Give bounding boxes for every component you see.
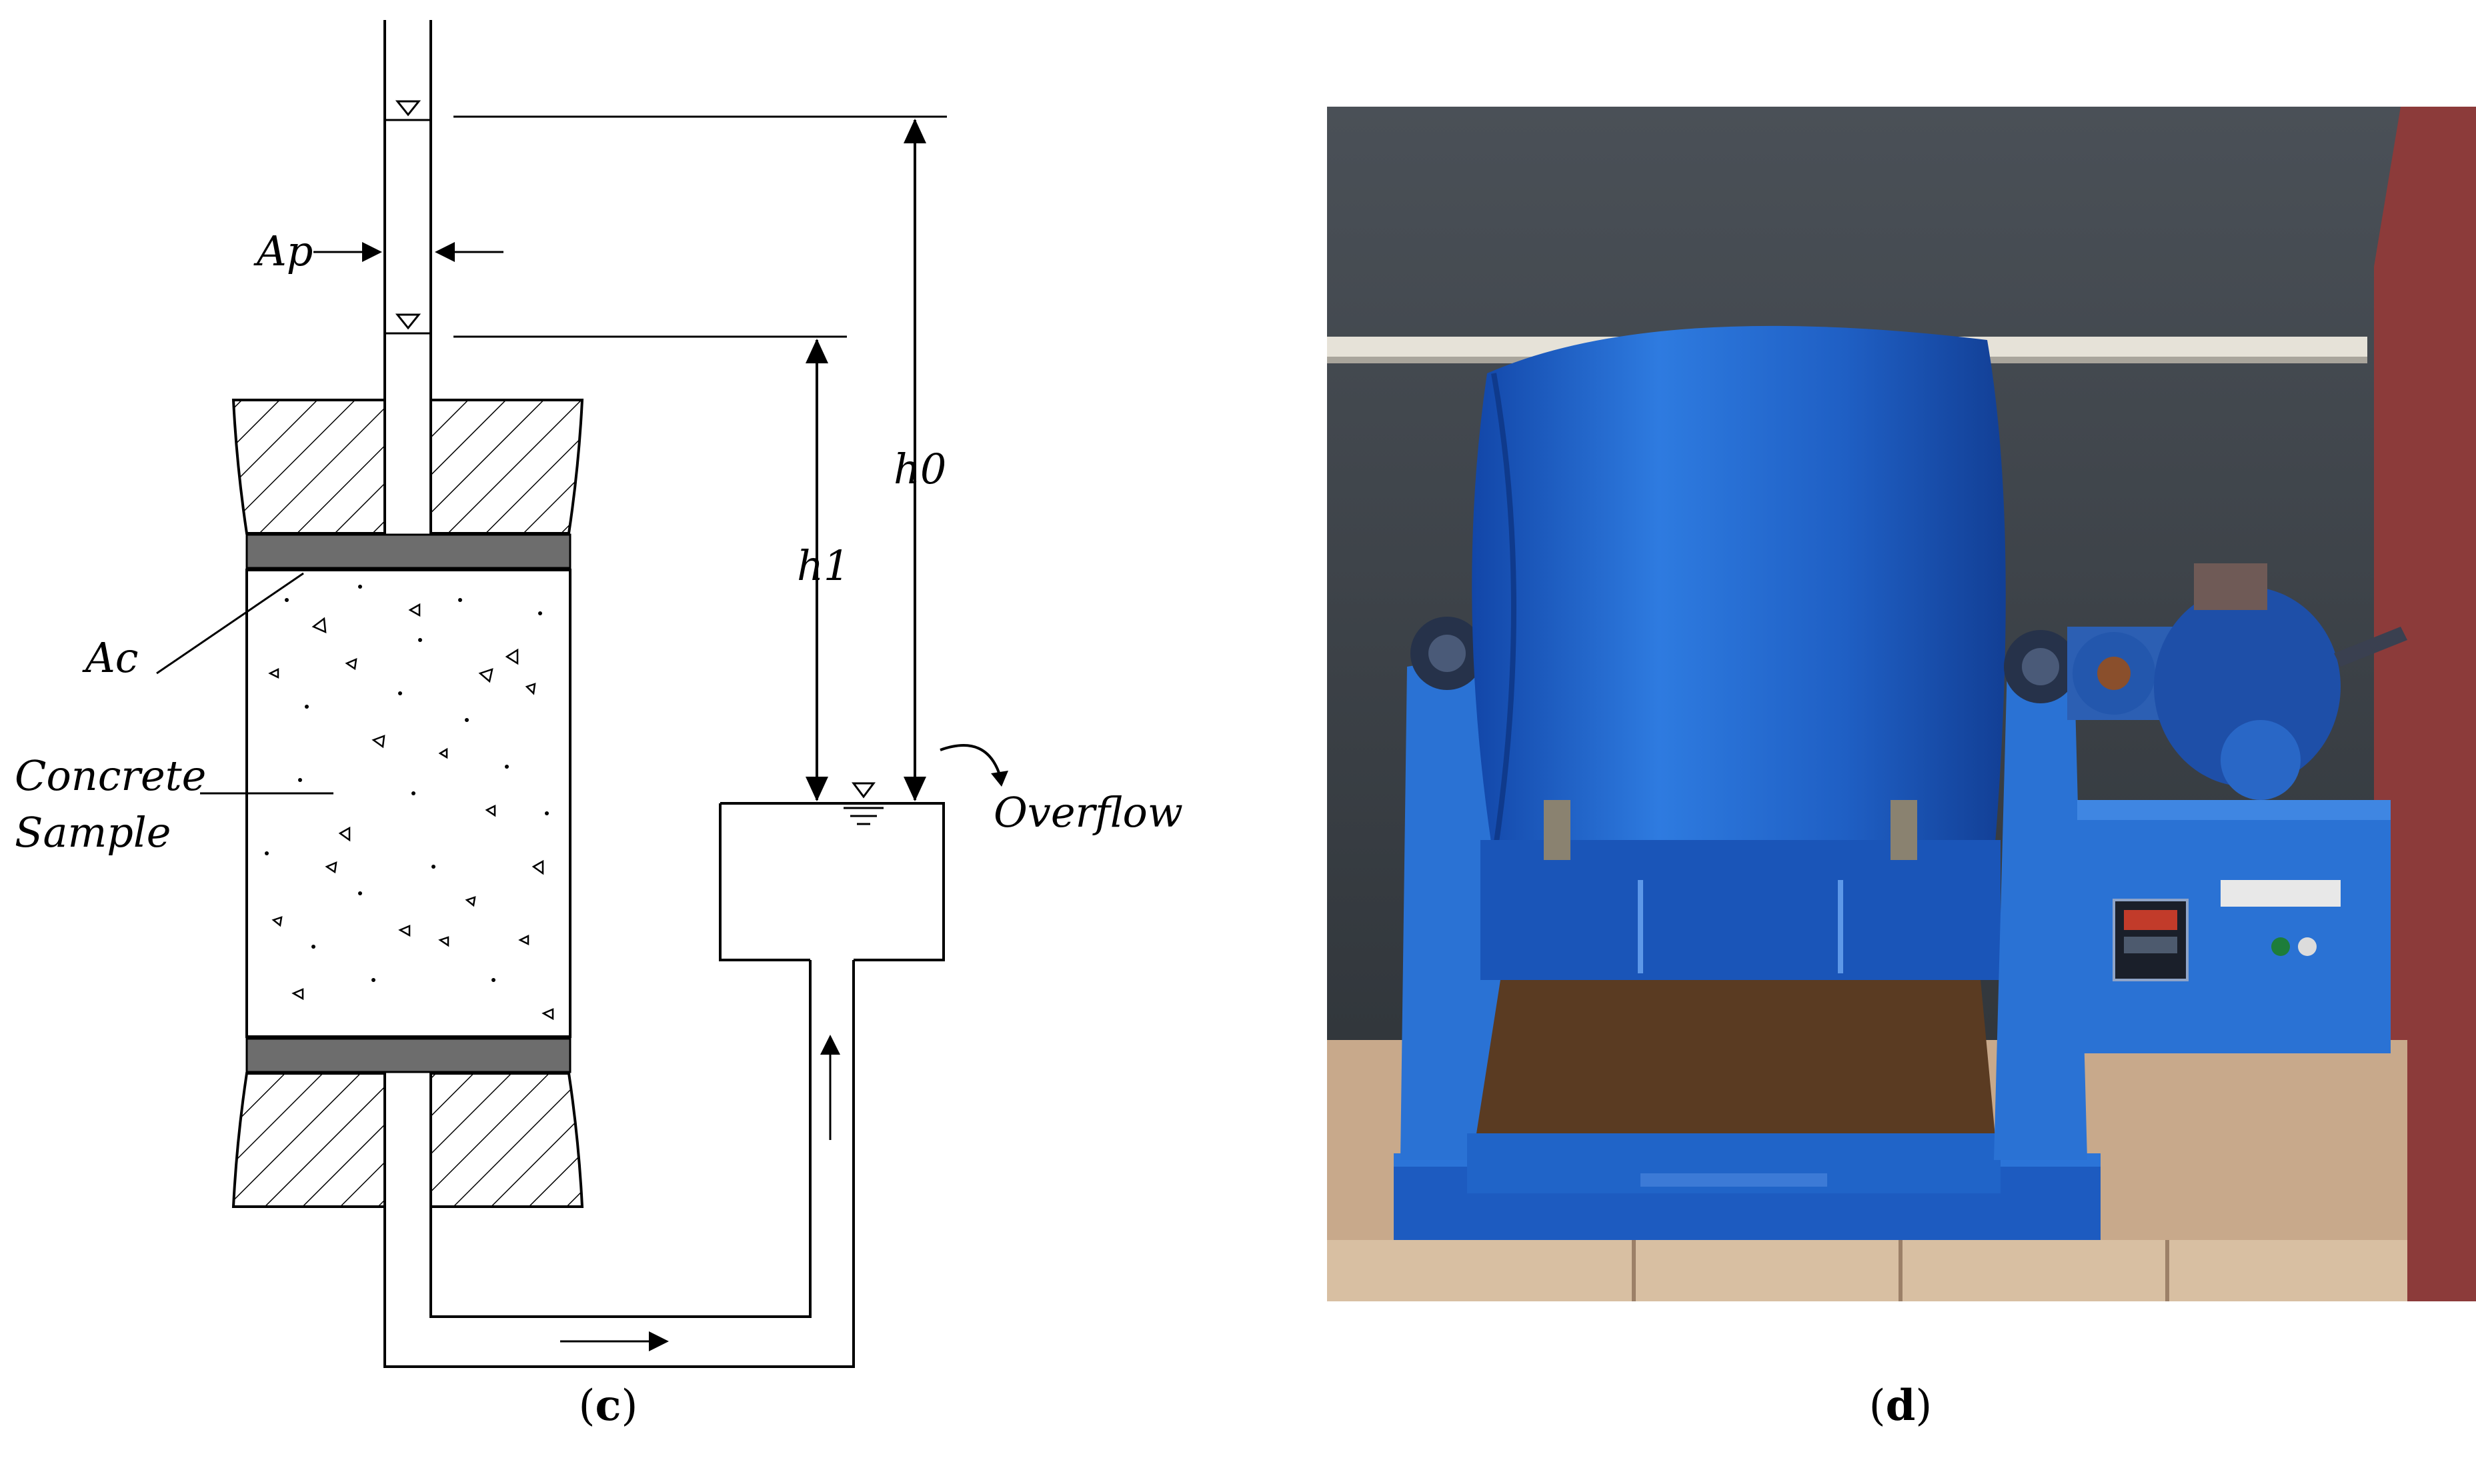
permeability-diagram: Ap (15, 20, 1183, 1431)
label-ac: Ac (82, 633, 139, 682)
drum-housing (1480, 840, 2001, 980)
overflow-arrow (940, 744, 1002, 777)
label-h1: h1 (797, 541, 850, 590)
caption-d: (d) (1869, 1381, 1933, 1431)
upper-clamp-left (231, 399, 386, 535)
motor (2154, 587, 2341, 787)
sand-dots (265, 585, 549, 982)
machine-photo: (d) (1327, 107, 2476, 1431)
bottom-gasket (245, 1037, 571, 1073)
lower-clamp-right (429, 1072, 584, 1208)
lower-clamp-left (231, 1072, 386, 1208)
label-sample: Sample (15, 808, 171, 857)
concrete-sample (245, 569, 571, 1038)
top-gasket (245, 533, 571, 569)
label-overflow: Overflow (994, 788, 1183, 837)
outlet-pipe-inner (429, 960, 812, 1318)
power-indicator (2271, 937, 2290, 956)
caption-c: (c) (579, 1381, 638, 1431)
right-frame (1994, 653, 2087, 1160)
drum (1472, 325, 2006, 861)
control-label (2221, 880, 2341, 907)
overflow-tank (719, 802, 945, 961)
water-level-marker-top (395, 100, 421, 117)
label-concrete: Concrete (15, 751, 206, 800)
label-h0: h0 (894, 445, 946, 493)
upper-clamp-right (429, 399, 584, 535)
aggregate-specks (268, 603, 554, 1021)
water-level-marker-bottom (395, 313, 421, 330)
tank-water-marker (852, 782, 876, 799)
label-ap: Ap (253, 227, 313, 275)
outlet-pipe-outer (383, 960, 855, 1368)
